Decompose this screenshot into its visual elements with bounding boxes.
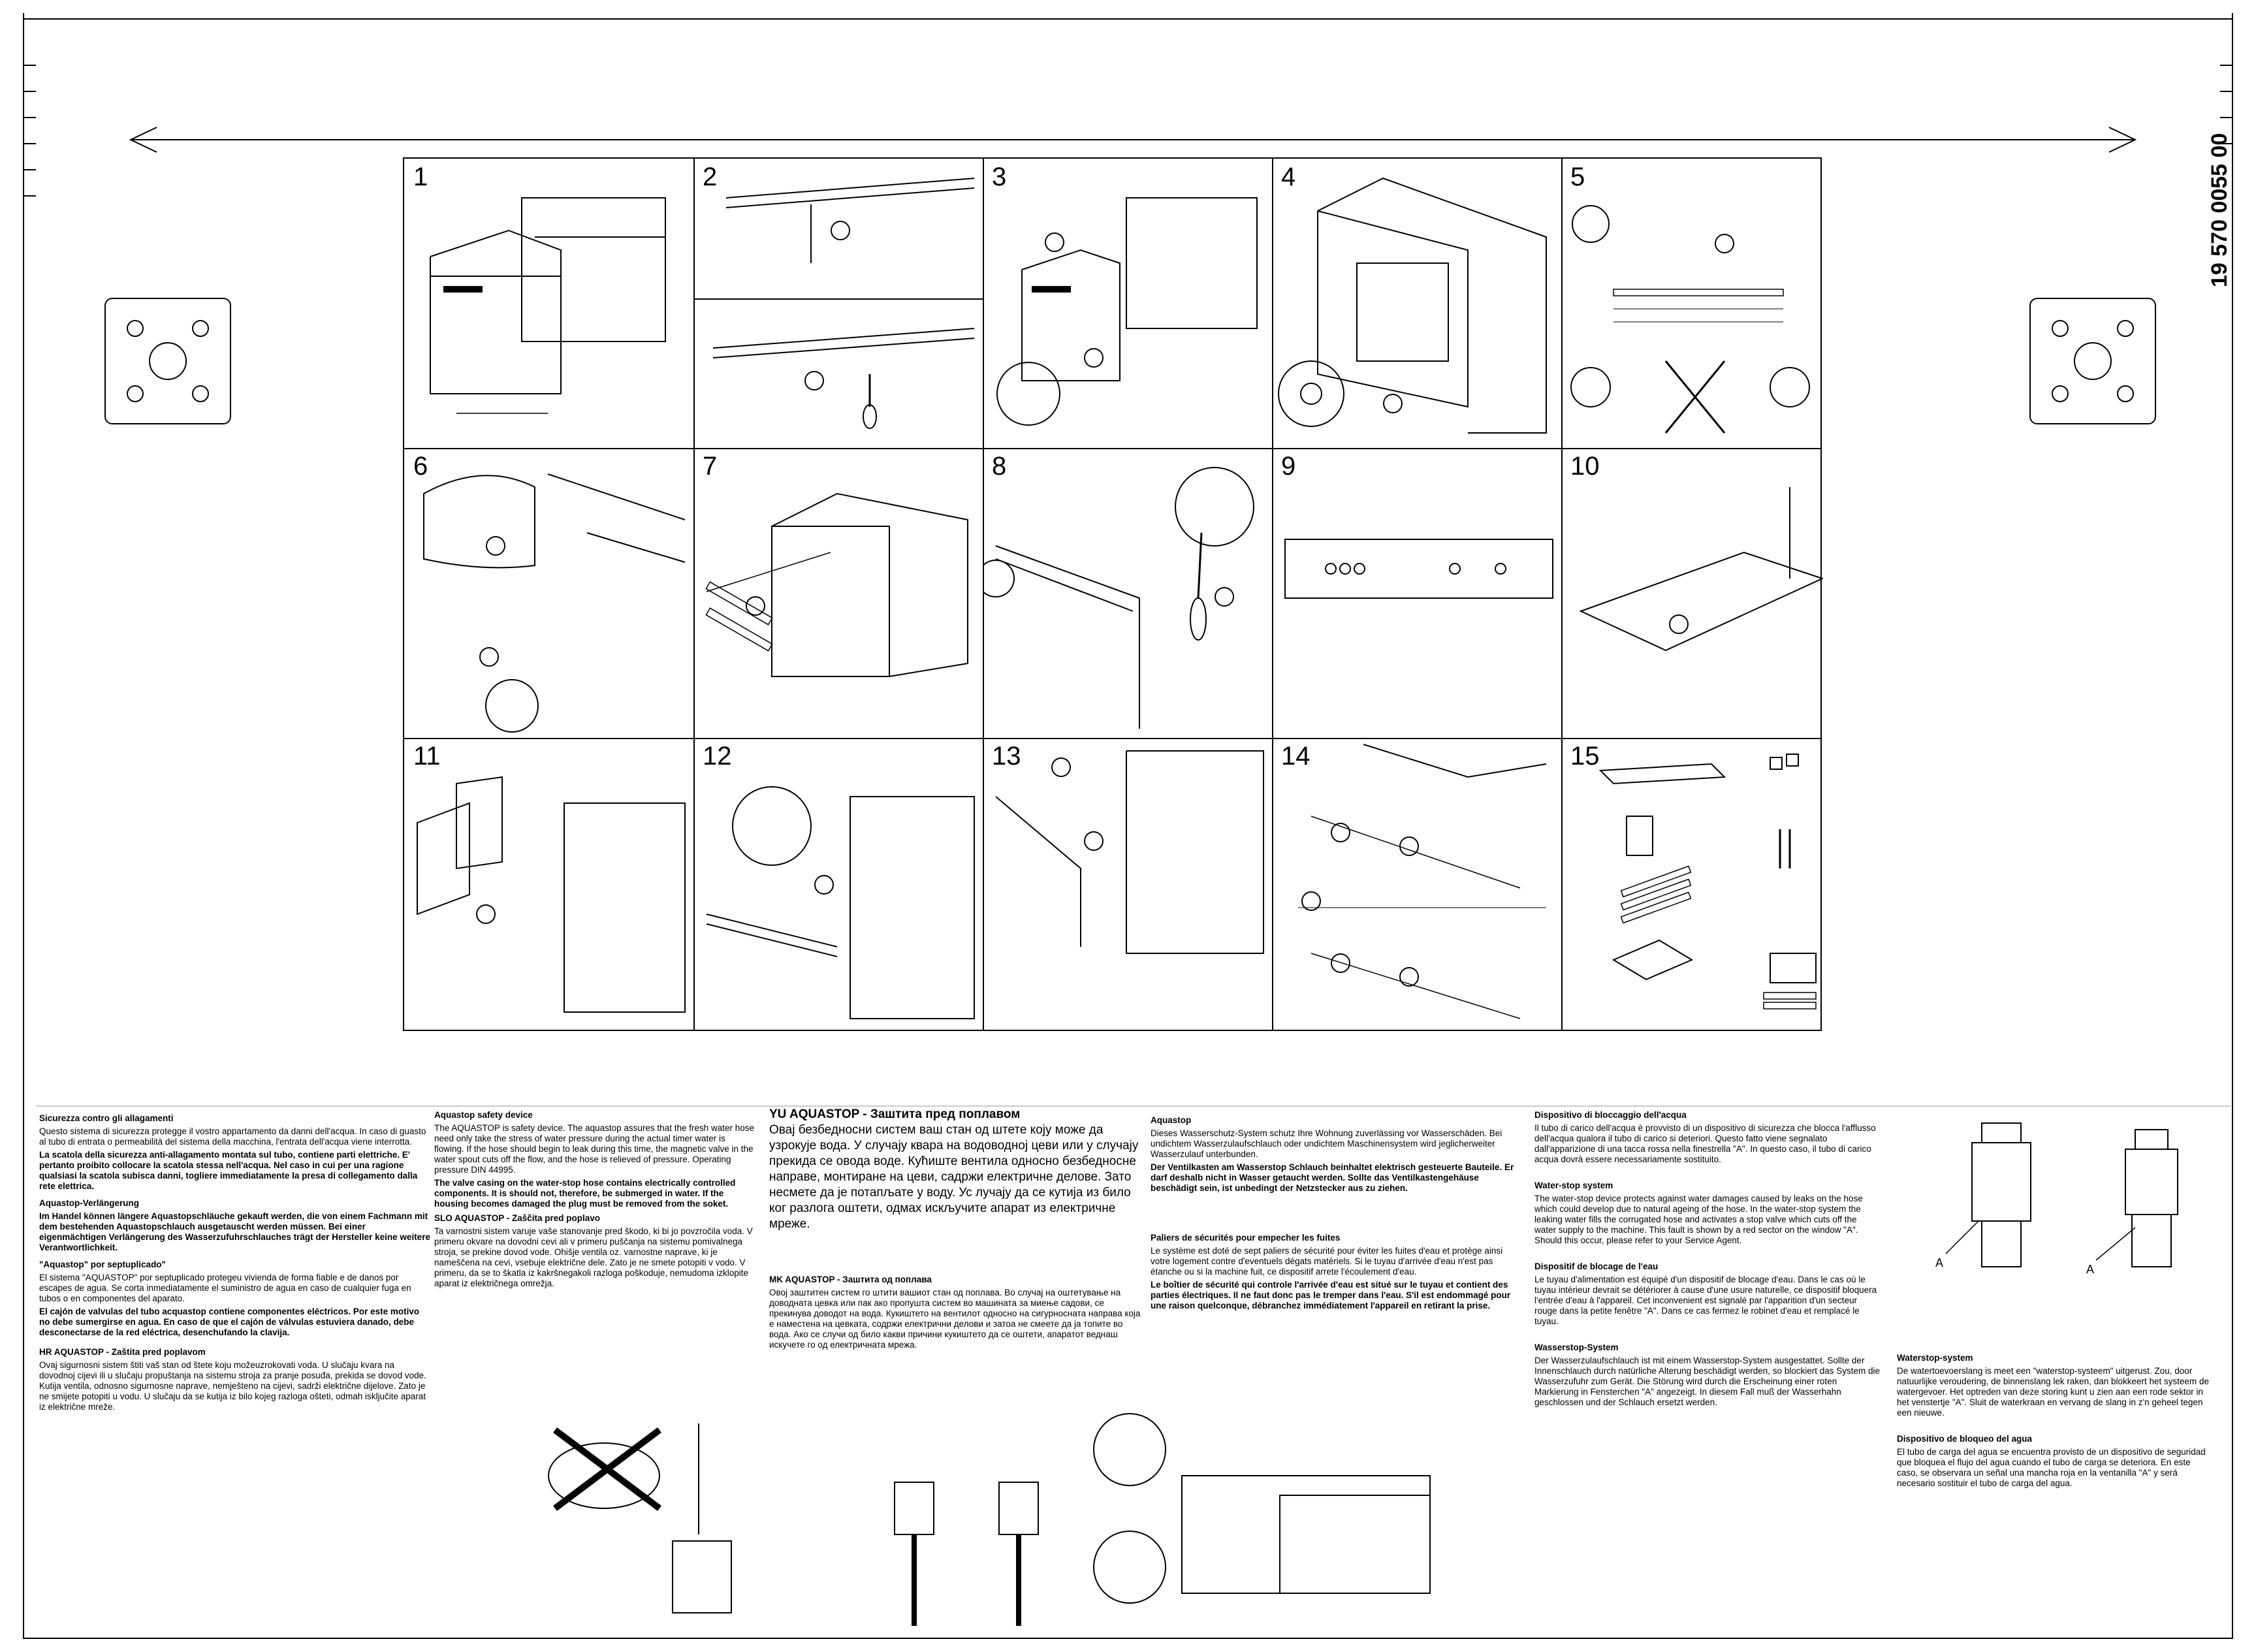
text-column-1: Sicurezza contro gli allagamenti Questo …: [39, 1113, 430, 1412]
panel-9: 9: [1272, 448, 1561, 738]
valve-illustration: A A: [1935, 1122, 2178, 1276]
panel-4: 4: [1272, 159, 1561, 448]
panel-8: 8: [977, 448, 1272, 738]
panel-15: 15: [1561, 738, 1823, 1032]
text-area-frame: [36, 1105, 2231, 1107]
text-column-4: Aquastop Dieses Wasserschutz-System schu…: [1151, 1115, 1514, 1310]
panel-5: 5: [1561, 159, 1823, 448]
panel-1: 1: [404, 159, 693, 448]
panel-10: 10: [1561, 448, 1824, 738]
panel-7: 7: [693, 448, 983, 738]
panel-11: 11: [404, 738, 693, 1032]
panel-14: 14: [1272, 738, 1561, 1032]
window-a-label-2: A: [2086, 1263, 2094, 1276]
panel-2: 2: [693, 159, 983, 448]
aquastop-illustrations: [548, 1413, 1431, 1626]
mounting-template-left: [104, 298, 231, 424]
window-a-label-1: A: [1935, 1256, 1943, 1269]
text-column-2: Aquastop safety device The AQUASTOP is s…: [434, 1110, 755, 1288]
document-code: 19 570 0055 00: [2207, 133, 2232, 287]
panel-13: 13: [983, 738, 1272, 1032]
text-column-3b: MK AQUASTOP - Заштита од поплава Овој за…: [769, 1275, 1141, 1350]
text-column-6: Waterstop-system De watertoevoerslang is…: [1897, 1353, 2210, 1488]
text-column-5: Dispositivo di bloccaggio dell'acqua Il …: [1534, 1110, 1881, 1407]
instruction-grid: 1 2 3: [403, 157, 1824, 1032]
panel-6: 6: [404, 448, 693, 738]
panel-3: 3: [983, 159, 1272, 448]
panel-12: 12: [693, 738, 983, 1032]
text-column-3: YU AQUASTOP - Заштита пред поплавом Овај…: [769, 1107, 1139, 1231]
mounting-template-right: [2029, 298, 2156, 424]
